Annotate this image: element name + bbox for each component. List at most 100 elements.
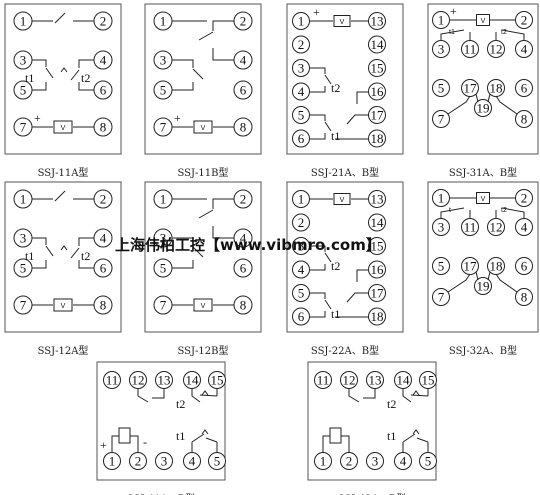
terminal-number: 12 — [490, 220, 503, 235]
terminal-2: 2 — [292, 213, 310, 232]
terminal-number: 2 — [100, 192, 107, 207]
terminal-number: 7 — [438, 290, 445, 305]
terminal-1: 1 — [432, 11, 450, 29]
terminal-number: 8 — [100, 120, 107, 135]
timer-label: t2 — [501, 29, 507, 36]
terminal-number: 13 — [371, 14, 384, 29]
terminal-number: 8 — [240, 120, 247, 135]
diagram-caption: SSJ-41A、B型 — [127, 492, 195, 495]
terminal-circle — [129, 371, 147, 389]
terminal-2: 2 — [515, 189, 533, 207]
terminal-circle — [368, 129, 386, 148]
terminal-number: 14 — [371, 215, 385, 230]
terminal-circle — [368, 213, 386, 232]
terminal-4: 4 — [292, 82, 310, 101]
timer-label: t1 — [331, 307, 340, 321]
terminal-number: 5 — [438, 81, 445, 96]
polarity-sign: + — [34, 111, 41, 125]
terminal-number: 11 — [464, 220, 477, 235]
timer-label: t2 — [176, 397, 185, 411]
terminal-number: 4 — [298, 262, 305, 277]
terminal-12: 12 — [129, 371, 147, 389]
wire — [310, 114, 326, 121]
terminal-number: 3 — [372, 454, 379, 469]
terminal-6: 6 — [515, 257, 533, 275]
contact-blade — [54, 12, 66, 24]
terminal-6: 6 — [515, 79, 533, 97]
time-delay-mark — [60, 67, 68, 73]
terminal-number: 7 — [20, 120, 27, 135]
terminal-1: 1 — [13, 11, 33, 31]
terminal-19: 19 — [474, 99, 492, 117]
terminal-circle — [515, 288, 533, 306]
time-delay-mark — [201, 429, 209, 435]
terminal-circle — [368, 59, 386, 77]
terminal-3: 3 — [13, 228, 33, 248]
terminal-7: 7 — [153, 295, 173, 315]
terminal-circle — [292, 190, 310, 208]
contact-blade — [198, 31, 214, 41]
wire — [310, 311, 326, 318]
contact-blade — [191, 433, 205, 443]
terminal-13: 13 — [368, 12, 386, 30]
terminal-4: 4 — [292, 260, 310, 279]
terminal-number: 2 — [100, 14, 107, 29]
terminal-18: 18 — [487, 257, 505, 275]
terminal-12: 12 — [340, 371, 358, 389]
coil-label: V — [481, 196, 486, 203]
wire — [501, 29, 525, 40]
terminal-circle — [208, 452, 226, 470]
terminal-circle — [103, 371, 121, 389]
terminal-1: 1 — [432, 189, 450, 207]
contact-blade — [54, 190, 66, 202]
terminal-number: 1 — [438, 13, 445, 28]
terminal-circle — [432, 288, 450, 306]
terminal-4: 4 — [394, 452, 412, 470]
timer-label: t — [449, 207, 451, 214]
terminal-number: 8 — [521, 290, 528, 305]
terminal-8: 8 — [233, 295, 253, 315]
terminal-circle — [515, 189, 533, 207]
terminal-15: 15 — [368, 59, 386, 77]
coil-box: V — [193, 120, 213, 134]
wire — [475, 93, 479, 103]
diagram-caption: SSJ-12B型 — [178, 344, 229, 357]
coil-box: V — [333, 193, 351, 205]
terminal-circle — [394, 452, 412, 470]
diagram-caption: SSJ-11A型 — [38, 166, 89, 179]
wire — [310, 245, 326, 252]
wire — [495, 273, 518, 293]
terminal-number: 4 — [521, 220, 528, 235]
terminal-3: 3 — [155, 452, 173, 470]
terminal-number: 6 — [521, 259, 528, 274]
terminal-1: 1 — [103, 452, 121, 470]
terminal-circle — [292, 260, 310, 279]
terminal-number: 2 — [240, 14, 247, 29]
timer-label: t2 — [81, 249, 90, 263]
terminal-5: 5 — [419, 452, 437, 470]
terminal-11: 11 — [314, 371, 332, 389]
time-delay-mark — [60, 245, 68, 251]
terminal-circle — [103, 452, 121, 470]
terminal-16: 16 — [368, 260, 386, 279]
terminal-circle — [487, 218, 505, 236]
terminal-number: 12 — [132, 373, 145, 388]
diagram-frame — [286, 181, 404, 333]
terminal-circle — [432, 40, 450, 58]
contact-blade — [192, 246, 204, 258]
terminal-number: 14 — [186, 373, 200, 388]
terminal-18: 18 — [487, 79, 505, 97]
polarity-sign: + — [174, 111, 181, 125]
terminal-circle — [314, 452, 332, 470]
timer-label: t2 — [331, 81, 340, 95]
coil-box: V — [476, 14, 490, 26]
terminal-number: 8 — [240, 298, 247, 313]
terminal-number: 18 — [371, 131, 384, 146]
terminal-number: 4 — [400, 454, 407, 469]
coil-label: V — [481, 18, 486, 25]
wire — [199, 394, 218, 397]
terminal-3: 3 — [292, 59, 310, 77]
terminal-1: 1 — [314, 452, 332, 470]
